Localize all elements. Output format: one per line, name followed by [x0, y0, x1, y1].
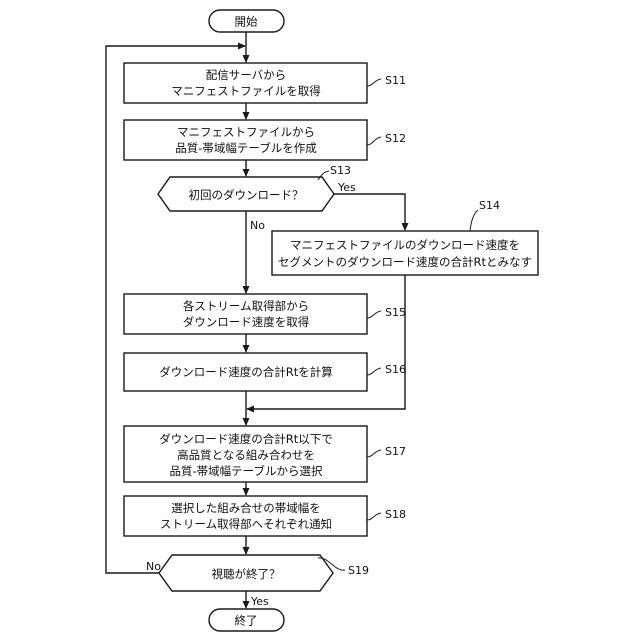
step-s12-id: S12 — [385, 132, 406, 145]
decision-s19-text: 視聴が終了？ — [212, 567, 281, 581]
step-s16: ダウンロード速度の合計Rtを計算 S16 — [124, 353, 406, 391]
decision-s19-yes-label: Yes — [250, 595, 269, 608]
step-s17-line3: 品質-帯域幅テーブルから選択 — [170, 464, 323, 478]
step-s11: 配信サーバから マニフェストファイルを取得 S11 — [124, 63, 406, 103]
start-label: 開始 — [235, 15, 258, 29]
leader-line — [367, 513, 381, 520]
decision-s13-no-label: No — [250, 219, 265, 232]
step-s14-line1: マニフェストファイルのダウンロード速度を — [290, 238, 520, 252]
step-s17-id: S17 — [385, 445, 406, 458]
leader-line — [367, 79, 381, 86]
leader-line — [367, 137, 381, 145]
decision-s13-id: S13 — [330, 164, 351, 177]
step-s15-id: S15 — [385, 306, 406, 319]
step-s15-line1: 各ストリーム取得部から — [183, 299, 309, 313]
step-s15-line2: ダウンロード速度を取得 — [183, 315, 310, 329]
step-s12-line1: マニフェストファイルから — [177, 125, 315, 139]
step-s18-line1: 選択した組み合せの帯域幅を — [171, 501, 321, 515]
start-terminal: 開始 — [209, 10, 284, 32]
leader-line — [367, 368, 381, 375]
step-s18-line2: ストリーム取得部へそれぞれ通知 — [160, 517, 332, 531]
decision-s13: 初回のダウンロード？ S13 Yes No — [158, 164, 356, 232]
step-s18-id: S18 — [385, 508, 406, 521]
step-s16-text: ダウンロード速度の合計Rtを計算 — [159, 365, 333, 379]
decision-s13-text: 初回のダウンロード？ — [189, 188, 304, 202]
step-s11-line1: 配信サーバから — [206, 68, 286, 82]
step-s11-line2: マニフェストファイルを取得 — [171, 84, 321, 98]
step-s14-line2: セグメントのダウンロード速度の合計Rtとみなす — [278, 255, 532, 269]
step-s14-id: S14 — [479, 199, 500, 212]
step-s17: ダウンロード速度の合計Rt以下で 高品質となる組み合わせを 品質-帯域幅テーブル… — [124, 426, 406, 482]
connector-yes-s13 — [334, 194, 405, 230]
step-s18: 選択した組み合せの帯域幅を ストリーム取得部へそれぞれ通知 S18 — [124, 496, 406, 536]
leader-line — [367, 311, 381, 318]
decision-s13-yes-label: Yes — [337, 181, 356, 194]
step-s17-line1: ダウンロード速度の合計Rt以下で — [159, 432, 333, 446]
decision-s19-id: S19 — [348, 564, 369, 577]
step-s12-line2: 品質-帯域幅テーブルを作成 — [175, 141, 317, 155]
step-s12: マニフェストファイルから 品質-帯域幅テーブルを作成 S12 — [124, 120, 406, 160]
leader-line — [470, 210, 478, 231]
step-s11-id: S11 — [385, 74, 406, 87]
decision-s19-no-label: No — [146, 560, 161, 573]
end-terminal: 終了 — [209, 609, 284, 631]
leader-line — [367, 450, 381, 457]
step-s17-line2: 高品質となる組み合わせを — [177, 448, 315, 462]
decision-s19: 視聴が終了？ S19 No Yes — [146, 555, 369, 608]
step-s15: 各ストリーム取得部から ダウンロード速度を取得 S15 — [124, 294, 406, 334]
end-label: 終了 — [235, 614, 258, 628]
step-s16-id: S16 — [385, 363, 406, 376]
